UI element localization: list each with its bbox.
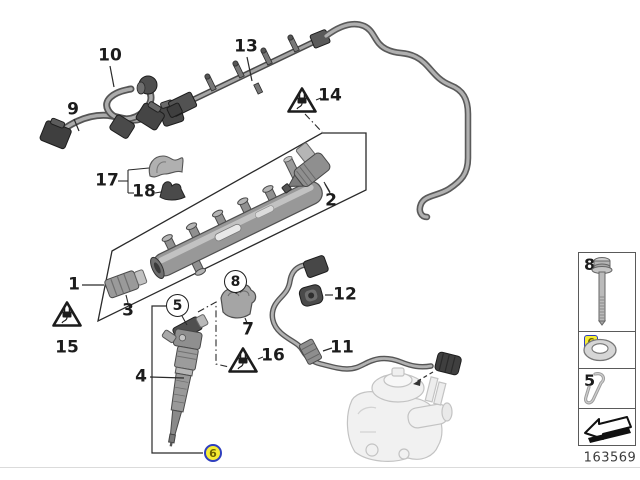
- callout-label-9[interactable]: 9: [67, 99, 79, 120]
- callout-label-15[interactable]: 15: [55, 337, 79, 358]
- callout-label-10[interactable]: 10: [98, 45, 122, 66]
- leader-lines: [73, 56, 331, 360]
- circled-callout-5-label: 5: [172, 297, 183, 314]
- direction-arrow-icon: [584, 416, 632, 443]
- seal-ring-icon: [583, 338, 617, 362]
- circled-callout-8-label: 8: [230, 273, 241, 290]
- callout-label-1[interactable]: 1: [68, 274, 80, 295]
- legend-label-5: 5: [584, 371, 596, 390]
- legend-label-8: 8: [584, 255, 596, 274]
- parts-legend-panel: 8 6 5: [578, 252, 636, 446]
- warning-triangle-15-icon: [52, 301, 82, 327]
- rail-sensor-2-drawing: [281, 142, 331, 194]
- callout-label-2[interactable]: 2: [325, 190, 337, 211]
- clamp-17-drawing: [148, 155, 184, 178]
- pipe-10-drawing: [103, 75, 165, 139]
- callout-label-13[interactable]: 13: [234, 36, 258, 57]
- catalog-number: 163569: [583, 450, 637, 466]
- pipe-11-drawing: [269, 255, 434, 372]
- callout-label-3[interactable]: 3: [122, 300, 134, 321]
- callout-label-7[interactable]: 7: [242, 319, 254, 340]
- retaining-clip-icon: [584, 372, 606, 405]
- warning-triangle-16-icon: [228, 347, 258, 373]
- fuel-rail-assembly-box: [97, 132, 367, 323]
- plug-3-drawing: [104, 269, 148, 304]
- circled-callout-8[interactable]: 8: [224, 270, 247, 293]
- fuel-rail-drawing: [150, 155, 323, 279]
- pump-connector-drawing: [413, 351, 462, 386]
- callout-label-17[interactable]: 17: [95, 170, 119, 191]
- page-bottom-divider: [0, 467, 640, 468]
- highlighted-callout-6-label: 6: [209, 446, 217, 460]
- clamp-18-drawing: [159, 181, 186, 201]
- callout-label-18[interactable]: 18: [132, 181, 156, 202]
- bracket-17-18-lines: [118, 167, 162, 194]
- legend-row-clip-5[interactable]: 5: [579, 369, 635, 409]
- circled-callout-5[interactable]: 5: [166, 294, 189, 317]
- grommet-12-drawing: [298, 284, 333, 352]
- construction-lines: [197, 113, 323, 368]
- return-hose-drawing: [322, 20, 472, 221]
- callout-label-14[interactable]: 14: [318, 85, 342, 106]
- callout-label-16[interactable]: 16: [261, 345, 285, 366]
- warning-triangle-14-icon: [287, 87, 317, 113]
- high-pressure-pump-ghost-drawing: [346, 367, 453, 462]
- callout-label-12[interactable]: 12: [333, 284, 357, 305]
- legend-row-seal-6[interactable]: 6: [579, 332, 635, 369]
- highlighted-callout-6[interactable]: 6: [204, 444, 222, 462]
- callout-label-11[interactable]: 11: [330, 337, 354, 358]
- leak-off-rail-13-drawing: [166, 29, 331, 118]
- legend-row-bolt-8[interactable]: 8: [579, 253, 635, 332]
- bolt-icon: [591, 257, 613, 326]
- injector-4-drawing: [149, 305, 209, 454]
- legend-row-direction-arrow[interactable]: [579, 409, 635, 447]
- callout-label-4[interactable]: 4: [135, 366, 147, 387]
